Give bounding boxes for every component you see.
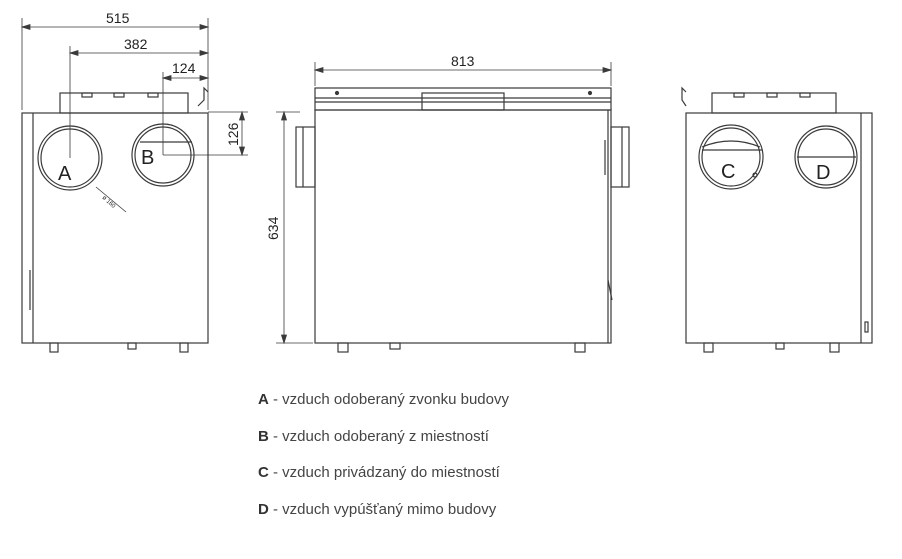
dim-unit-length-value: 813 <box>451 53 475 69</box>
legend-item-a: A - vzduch odoberaný zvonku budovy <box>258 388 858 425</box>
legend-item-d: D - vzduch vypúšťaný mimo budovy <box>258 498 858 535</box>
port-c-label: C <box>721 161 735 183</box>
port-c: C <box>698 124 764 190</box>
right-view: C D <box>681 86 873 353</box>
port-a-label: A <box>58 163 72 185</box>
diameter-label: ø 160 <box>101 195 117 210</box>
front-right-spigot <box>610 126 630 188</box>
port-d: D <box>794 125 858 189</box>
port-legend: A - vzduch odoberaný zvonku budovy B - v… <box>258 388 858 534</box>
legend-key-c: C <box>258 464 269 481</box>
front-body <box>314 109 612 344</box>
legend-key-a: A <box>258 391 269 408</box>
legend-item-c: C - vzduch privádzaný do miestností <box>258 461 858 498</box>
front-left-spigot <box>295 126 316 188</box>
dim-overall-width: 515 <box>20 10 210 110</box>
legend-desc-d: - vzduch vypúšťaný mimo budovy <box>273 500 497 518</box>
dim-spigot-height-value: 126 <box>225 122 241 146</box>
dim-spigot-b-offset-value: 124 <box>172 60 196 76</box>
left-body <box>21 112 209 344</box>
legend-desc-b: - vzduch odoberaný z miestností <box>273 427 489 445</box>
dim-overall-width-value: 515 <box>106 10 130 26</box>
port-b-label: B <box>141 147 154 169</box>
dim-unit-height-value: 634 <box>265 216 281 240</box>
legend-item-b: B - vzduch odoberaný z miestností <box>258 425 858 462</box>
legend-desc-c: - vzduch privádzaný do miestností <box>273 464 500 481</box>
legend-key-d: D <box>258 500 269 518</box>
right-top-rail <box>711 92 837 114</box>
legend-key-b: B <box>258 427 269 445</box>
legend-desc-a: - vzduch odoberaný zvonku budovy <box>273 391 509 408</box>
front-top-rail <box>314 87 612 111</box>
right-body <box>685 112 873 344</box>
dim-spigot-height: 126 <box>163 110 248 157</box>
technical-drawing: A ø 160 B 515 382 <box>20 10 873 353</box>
front-view: 813 634 <box>265 53 630 353</box>
port-a: A ø 160 <box>37 125 127 213</box>
left-view: A ø 160 B 515 382 <box>20 10 248 353</box>
dim-unit-height: 634 <box>265 110 313 345</box>
dim-spigot-a-offset-value: 382 <box>124 36 148 52</box>
dim-spigot-b-offset: 124 <box>161 60 210 155</box>
dim-spigot-a-offset: 382 <box>68 36 210 158</box>
dim-unit-length: 813 <box>313 53 613 86</box>
port-d-label: D <box>816 162 830 184</box>
